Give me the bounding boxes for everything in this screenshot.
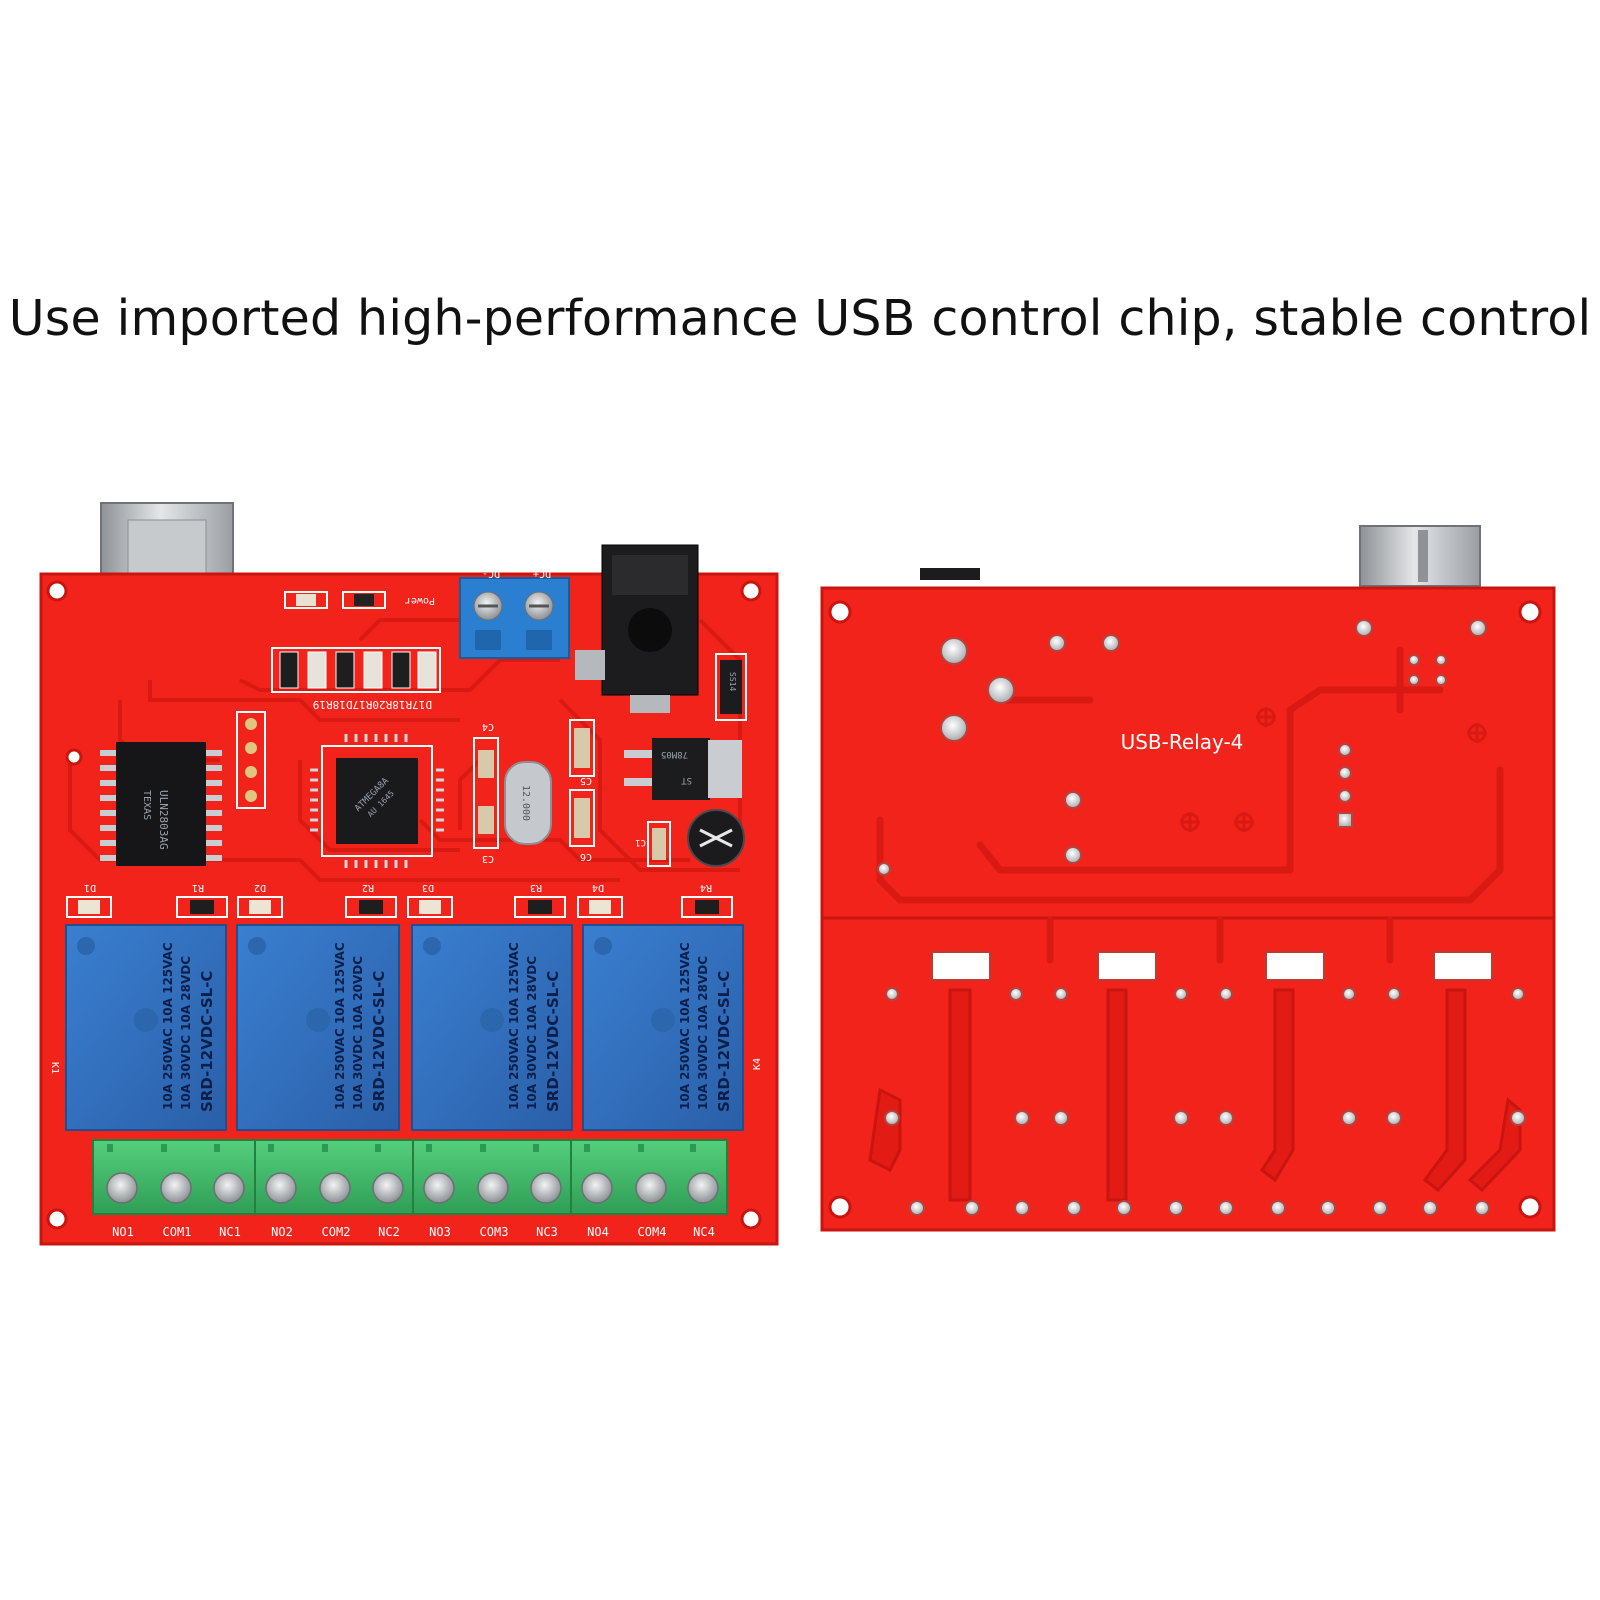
electrolytic-capacitor xyxy=(687,809,745,867)
back-coil-tabs xyxy=(931,951,1493,981)
relay-3 xyxy=(411,924,573,1131)
back-mount-holes xyxy=(828,600,1542,1219)
terminal-label-com4: COM4 xyxy=(638,1225,667,1239)
relay-2 xyxy=(236,924,400,1131)
dc-barrel-jack xyxy=(575,544,699,713)
relay-3-model: SRD-12VDC-SL-C xyxy=(544,971,562,1112)
resistor-label-r2: R2 xyxy=(362,882,374,893)
cap-label-c1: C1 xyxy=(635,837,646,847)
back-fiducials xyxy=(1180,707,1487,832)
dc-power-terminal xyxy=(459,577,570,659)
driver-chip xyxy=(100,742,222,866)
relay-mark-k1: K1 xyxy=(49,1062,60,1074)
resistor-array xyxy=(271,647,441,693)
driver-chip-text-2: TEXAS xyxy=(141,790,152,820)
relay-2-line1: 10A 250VAC 10A 125VAC xyxy=(333,942,347,1110)
led-label-d4: D4 xyxy=(592,882,604,893)
relay-4-model: SRD-12VDC-SL-C xyxy=(715,971,733,1112)
terminal-label-no4: NO4 xyxy=(587,1225,609,1239)
led-label-d2: D2 xyxy=(254,882,266,893)
terminal-label-com2: COM2 xyxy=(322,1225,351,1239)
power-label: Power xyxy=(405,595,435,606)
dc-plus-label: DC+ xyxy=(533,568,551,579)
driver-chip-text-1: ULN2803AG xyxy=(157,790,170,850)
relay-4-line1: 10A 250VAC 10A 125VAC xyxy=(678,942,692,1110)
terminal-label-com1: COM1 xyxy=(163,1225,192,1239)
crystal-area xyxy=(473,719,671,867)
terminal-label-no1: NO1 xyxy=(112,1225,134,1239)
relay-4-line2: 10A 30VDC 10A 28VDC xyxy=(696,956,710,1110)
terminal-label-nc2: NC2 xyxy=(378,1225,400,1239)
back-board-title: USB-Relay-4 xyxy=(1121,730,1244,754)
relay-1-line1: 10A 250VAC 10A 125VAC xyxy=(161,942,175,1110)
dc-minus-label: DC- xyxy=(482,568,500,579)
cap-label-c5: C5 xyxy=(580,775,592,786)
relay-1 xyxy=(65,924,227,1131)
diode-text: SS14 xyxy=(728,672,737,691)
front-board: Power DC- DC+ xyxy=(39,502,779,1246)
resistor-label-r3: R3 xyxy=(530,882,542,893)
resistor-label-r4: R4 xyxy=(700,882,712,893)
terminal-label-nc1: NC1 xyxy=(219,1225,241,1239)
cap-label-c3: C3 xyxy=(482,853,494,864)
back-relay-pads xyxy=(868,988,1522,1202)
cap-label-c4: C4 xyxy=(482,721,494,732)
resistor-row-label: D17R18R20R17D18R19 xyxy=(313,698,432,711)
terminal-label-com3: COM3 xyxy=(480,1225,509,1239)
headline: Use imported high-performance USB contro… xyxy=(8,290,1592,347)
relay-3-line2: 10A 30VDC 10A 28VDC xyxy=(525,956,539,1110)
relay-2-line2: 10A 30VDC 10A 20VDC xyxy=(351,956,365,1110)
relay-1-line2: 10A 30VDC 10A 28VDC xyxy=(179,956,193,1110)
back-pcb xyxy=(820,586,1556,1232)
terminal-label-nc3: NC3 xyxy=(536,1225,558,1239)
relay-1-model: SRD-12VDC-SL-C xyxy=(198,971,216,1112)
regulator-text-2: ST xyxy=(681,775,692,785)
voltage-regulator xyxy=(624,738,742,800)
relay-2-model: SRD-12VDC-SL-C xyxy=(370,971,388,1112)
terminal-label-no2: NO2 xyxy=(271,1225,293,1239)
crystal-label: 12.000 xyxy=(520,785,531,821)
terminal-label-no3: NO3 xyxy=(429,1225,451,1239)
relay-4 xyxy=(582,924,744,1131)
cap-label-c6: C6 xyxy=(580,851,592,862)
regulator-text-1: 78M05 xyxy=(661,749,688,759)
resistor-label-r1: R1 xyxy=(192,882,204,893)
schottky-diode xyxy=(715,653,747,721)
indicator-row xyxy=(66,896,733,918)
relay-3-line1: 10A 250VAC 10A 125VAC xyxy=(507,942,521,1110)
relay-terminal-blocks xyxy=(92,1139,728,1215)
back-usb-connector xyxy=(1359,525,1481,587)
led-label-d1: D1 xyxy=(84,882,96,893)
relay-mark-k4: K4 xyxy=(752,1058,763,1070)
led-label-d3: D3 xyxy=(422,882,434,893)
mcu-chip xyxy=(310,734,444,868)
terminal-label-nc4: NC4 xyxy=(693,1225,715,1239)
front-mount-holes xyxy=(46,580,762,1230)
isp-header xyxy=(236,711,266,809)
back-board: USB-Relay-4 xyxy=(820,525,1556,1232)
